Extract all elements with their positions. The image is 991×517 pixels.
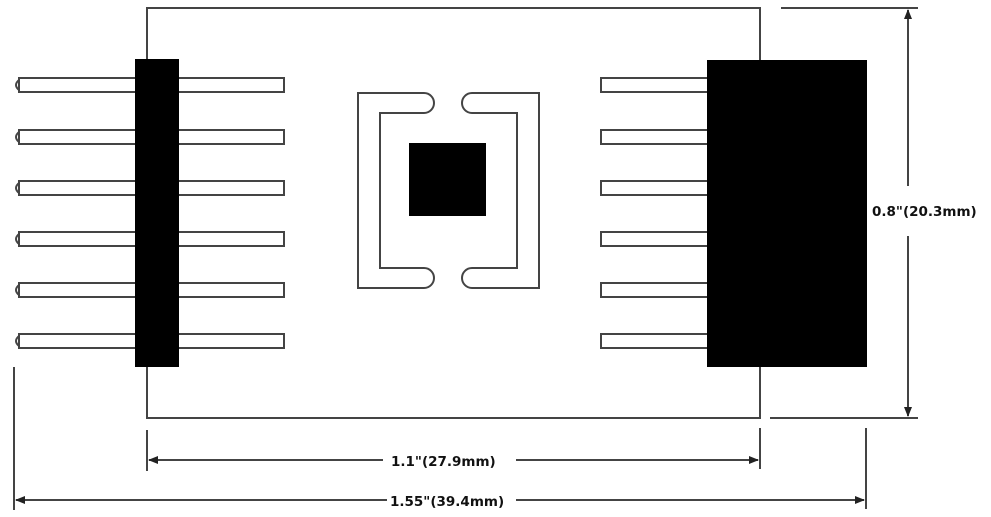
right-header-pins xyxy=(600,77,712,349)
right-bracket-outline xyxy=(461,92,540,289)
height-dimension-label: 0.8"(20.3mm) xyxy=(872,204,977,220)
left-bracket-outline xyxy=(357,92,435,289)
overall-width-dimension xyxy=(13,367,867,510)
right-pin-6 xyxy=(600,333,712,349)
right-pin-5 xyxy=(600,282,712,298)
right-pin-3 xyxy=(600,180,712,196)
overall-width-label: 1.55"(39.4mm) xyxy=(390,494,504,510)
left-header-body xyxy=(135,59,179,367)
right-pin-1 xyxy=(600,77,712,93)
right-header-body xyxy=(707,60,867,367)
center-footprint xyxy=(357,92,540,289)
right-pin-2 xyxy=(600,129,712,145)
height-dimension xyxy=(770,7,918,419)
board-width-dimension xyxy=(146,428,761,471)
right-pin-4 xyxy=(600,231,712,247)
board-width-label: 1.1"(27.9mm) xyxy=(391,454,496,470)
center-ic-pad xyxy=(409,143,486,216)
